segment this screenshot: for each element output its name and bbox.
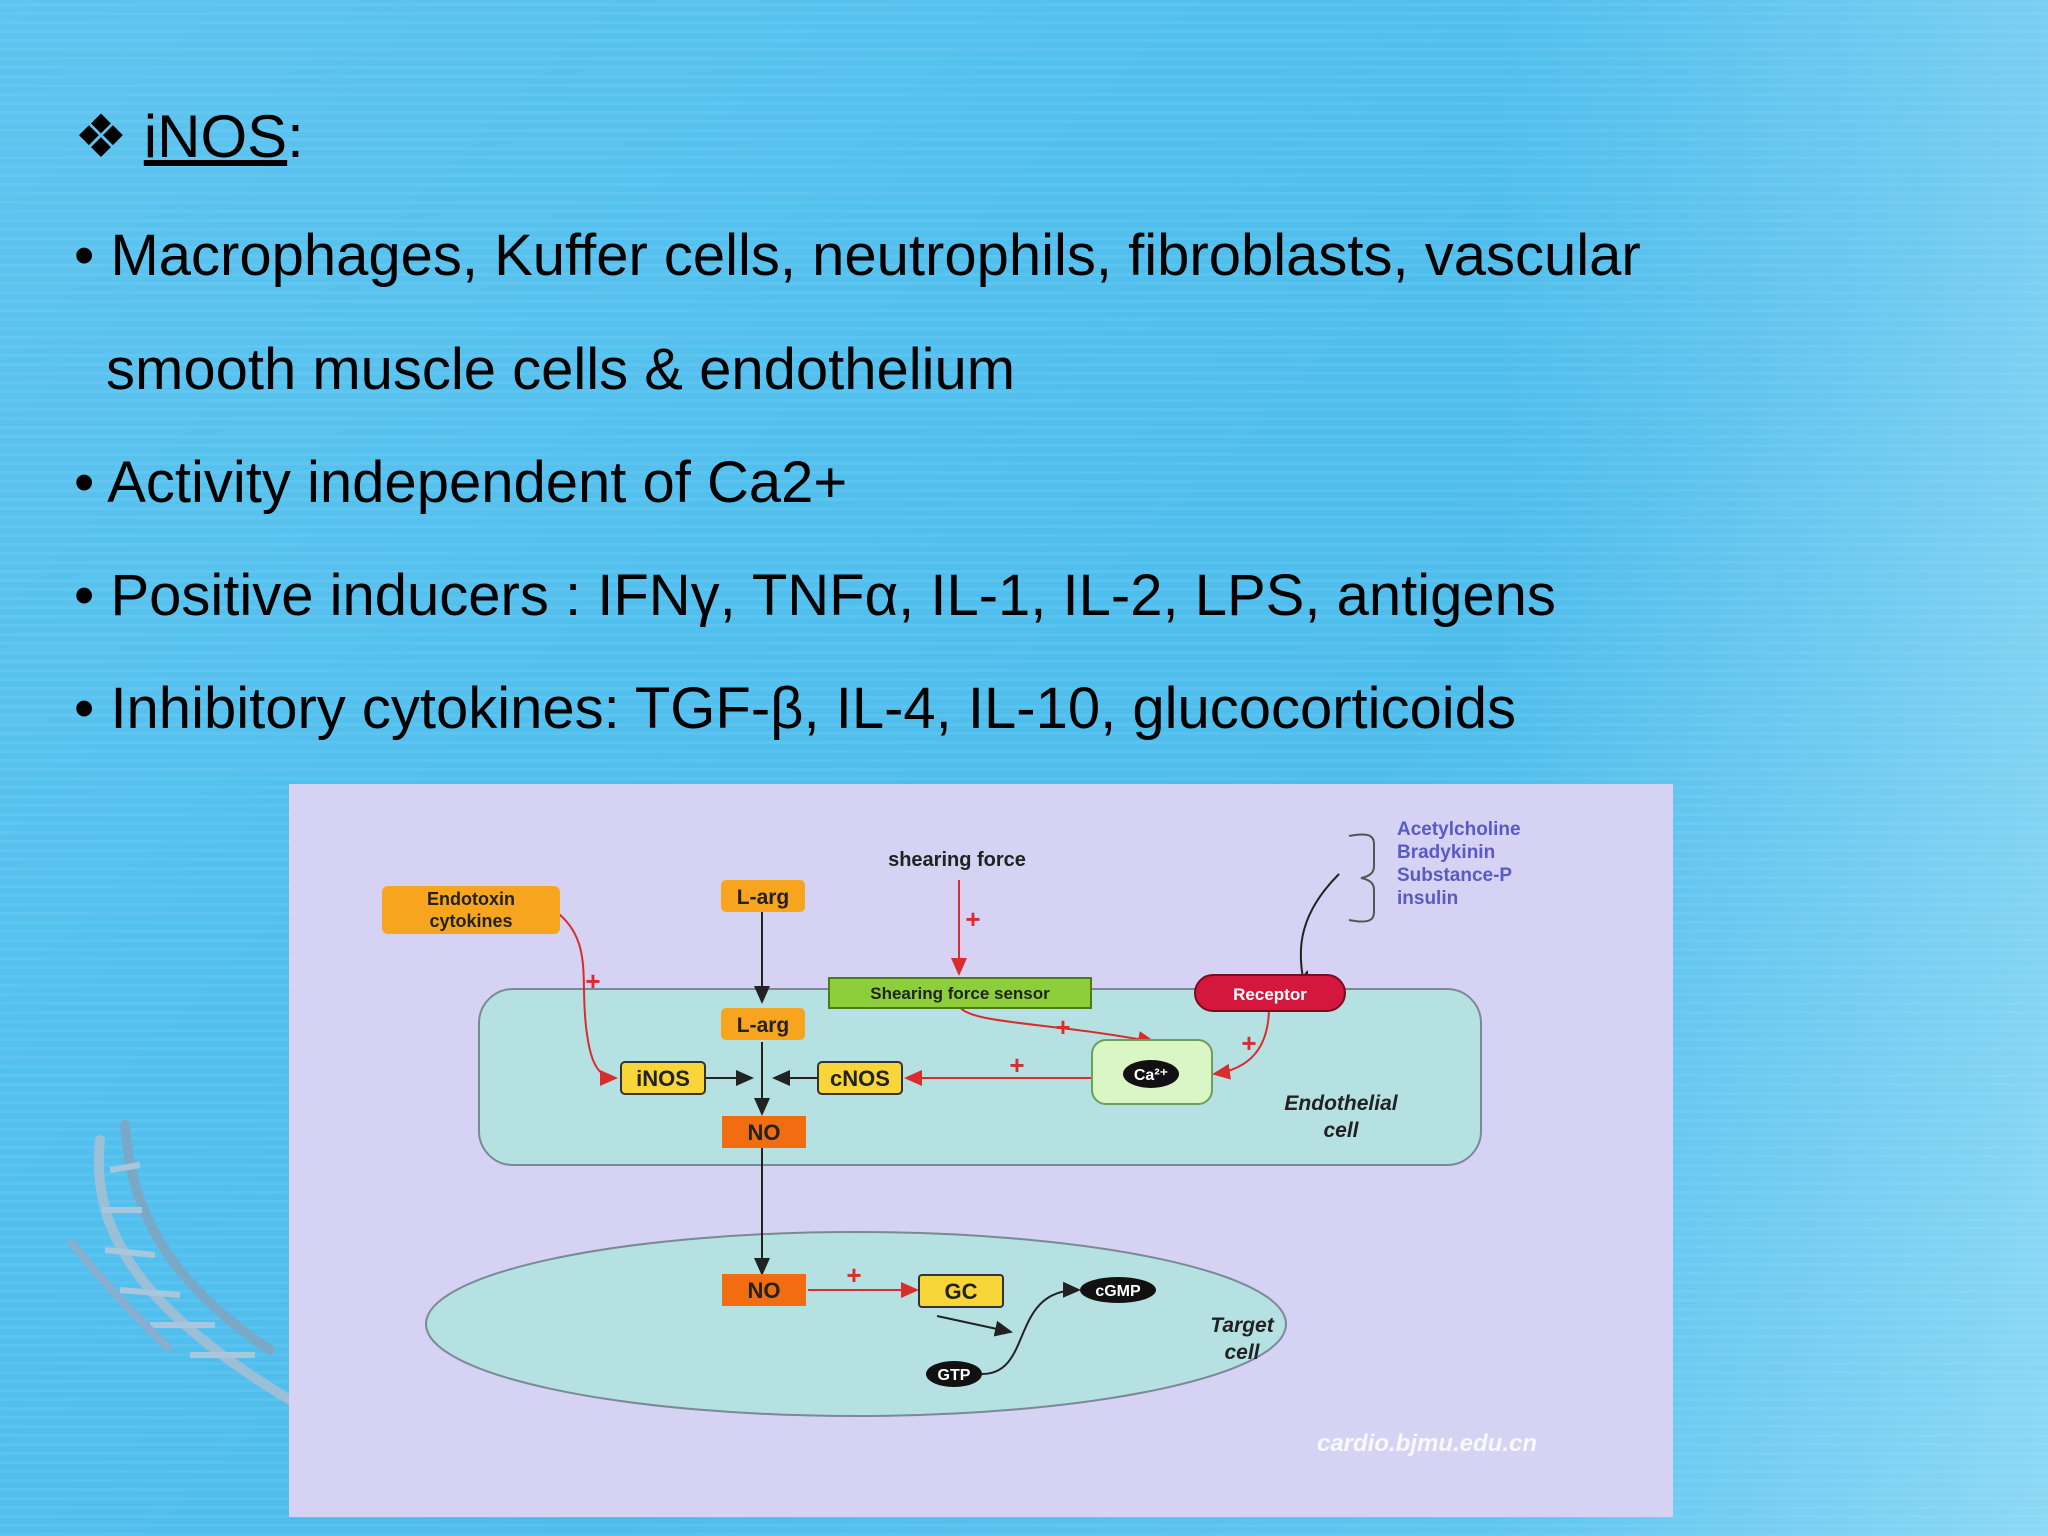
heading-title: iNOS [143, 103, 288, 170]
bullet-line-1: • Macrophages, Kuffer cells, neutrophils… [74, 222, 1641, 289]
bullet-text: Activity independent of Ca2+ [107, 450, 848, 515]
agonist-brace [1348, 833, 1375, 923]
gc-box [918, 1274, 1004, 1308]
arrow-endotoxin-to-inos [558, 913, 618, 1086]
plus-sign: + [965, 904, 980, 934]
bullet-glyph: • [74, 450, 95, 515]
target-cell-shape [425, 1231, 1287, 1417]
inos-box [620, 1061, 706, 1095]
agonist-insulin: insulin [1397, 888, 1458, 909]
watermark: cardio.bjmu.edu.cn [1317, 1430, 1537, 1457]
target-label: Target [1210, 1314, 1274, 1337]
calcium-label: Ca²⁺ [1134, 1067, 1168, 1084]
agonist-bradykinin: Bradykinin [1397, 842, 1495, 863]
endotoxin-box [382, 886, 560, 934]
no-target-box [722, 1274, 806, 1306]
calcium-pill [1123, 1060, 1179, 1088]
plus-sign: + [846, 1260, 861, 1290]
larg-top-label: L-arg [737, 886, 790, 909]
target-cell-label: cell [1224, 1341, 1260, 1364]
endotoxin-label: Endotoxin [427, 889, 515, 909]
endothelial-label: Endothelial [1284, 1092, 1398, 1115]
receptor-label: Receptor [1233, 985, 1307, 1004]
bullet-glyph: • [74, 223, 95, 288]
bullet-text: Positive inducers : IFNγ, TNFα, IL-1, IL… [110, 563, 1556, 628]
plus-sign: + [1241, 1028, 1256, 1058]
heading-suffix: : [287, 103, 304, 170]
gc-label: GC [945, 1279, 978, 1304]
bullet-text: Macrophages, Kuffer cells, neutrophils, … [110, 223, 1641, 288]
arrow-receptor-to-ca [1212, 1006, 1270, 1080]
bullet-line-3: • Positive inducers : IFNγ, TNFα, IL-1, … [74, 562, 1556, 629]
agonist-acetylcholine: Acetylcholine [1397, 819, 1521, 840]
cnos-label: cNOS [830, 1066, 890, 1091]
bullet-line-4: • Inhibitory cytokines: TGF-β, IL-4, IL-… [74, 675, 1516, 742]
slide-heading: ❖iNOS: [74, 102, 304, 172]
plus-sign: + [1009, 1050, 1024, 1080]
bullet-text: Inhibitory cytokines: TGF-β, IL-4, IL-10… [110, 676, 1516, 741]
gtp-pill [926, 1361, 982, 1387]
cgmp-pill [1080, 1277, 1156, 1303]
plus-sign: + [585, 966, 600, 996]
cgmp-label: cGMP [1095, 1283, 1141, 1300]
bullet-text: smooth muscle cells & endothelium [106, 337, 1016, 402]
diagram-canvas: + + + + + + shearing force Endotoxin cyt… [382, 819, 1537, 1457]
bullet-line-2: • Activity independent of Ca2+ [74, 449, 847, 516]
arrow-sensor-to-ca [958, 1005, 1156, 1047]
receptor-box [1194, 974, 1346, 1012]
inos-label: iNOS [636, 1066, 690, 1091]
larg-top-box [721, 880, 805, 912]
bullet-glyph: • [74, 676, 95, 741]
larg-cell-label: L-arg [737, 1014, 790, 1037]
no-cell-box [722, 1116, 806, 1148]
agonist-substance-p: Substance-P [1397, 865, 1512, 886]
arrow-gc-action [936, 1315, 1013, 1337]
arrow-gtp-to-cgmp [981, 1281, 1081, 1375]
plus-sign: + [1055, 1012, 1070, 1042]
shearing-force-sensor-label: Shearing force sensor [870, 984, 1050, 1003]
endothelial-cell-label: cell [1323, 1119, 1359, 1142]
bullet-glyph: • [74, 563, 95, 628]
dna-helix-decoration [66, 1120, 295, 1405]
shearing-force-label: shearing force [888, 849, 1026, 871]
diamond-bullet-icon: ❖ [74, 103, 128, 170]
shearing-force-sensor-box [828, 977, 1092, 1009]
cnos-box [817, 1061, 903, 1095]
nos-pathway-diagram: + + + + + + shearing force Endotoxin cyt… [289, 784, 1673, 1517]
no-target-label: NO [748, 1278, 781, 1303]
bullet-line-1-continued: smooth muscle cells & endothelium [106, 336, 1015, 403]
larg-cell-box [721, 1008, 805, 1040]
no-cell-label: NO [748, 1120, 781, 1145]
gtp-label: GTP [938, 1367, 971, 1384]
cytokines-label: cytokines [429, 911, 512, 931]
